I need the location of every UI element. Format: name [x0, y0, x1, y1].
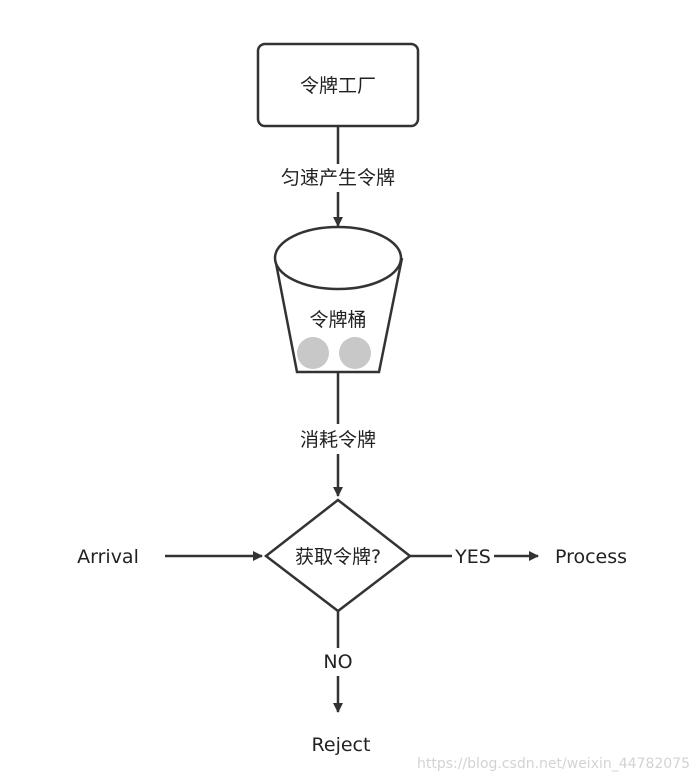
token-bucket-label: 令牌桶 [309, 309, 366, 331]
token-circle-icon [339, 337, 371, 369]
token-factory-node: 令牌工厂 [256, 42, 420, 128]
edge-consume-label: 消耗令牌 [300, 429, 376, 451]
watermark-text: https://blog.csdn.net/weixin_44782075 [417, 756, 690, 772]
reject-label: Reject [312, 734, 371, 756]
token-factory-label: 令牌工厂 [300, 75, 376, 97]
process-label: Process [555, 546, 627, 568]
edge-no: NO Reject [312, 611, 371, 756]
yes-label: YES [454, 546, 491, 568]
arrival-input: Arrival [77, 546, 263, 568]
arrival-label: Arrival [77, 546, 139, 568]
edge-generate-label: 匀速产生令牌 [281, 167, 395, 189]
decision-node: 获取令牌? [263, 498, 413, 613]
decision-label: 获取令牌? [295, 546, 381, 568]
token-bucket-node: 令牌桶 [273, 225, 404, 374]
no-label: NO [323, 651, 352, 673]
edge-yes: YES Process [410, 546, 627, 568]
token-circle-icon [297, 337, 329, 369]
edge-generate: 匀速产生令牌 [281, 126, 395, 227]
edge-consume: 消耗令牌 [300, 372, 376, 497]
